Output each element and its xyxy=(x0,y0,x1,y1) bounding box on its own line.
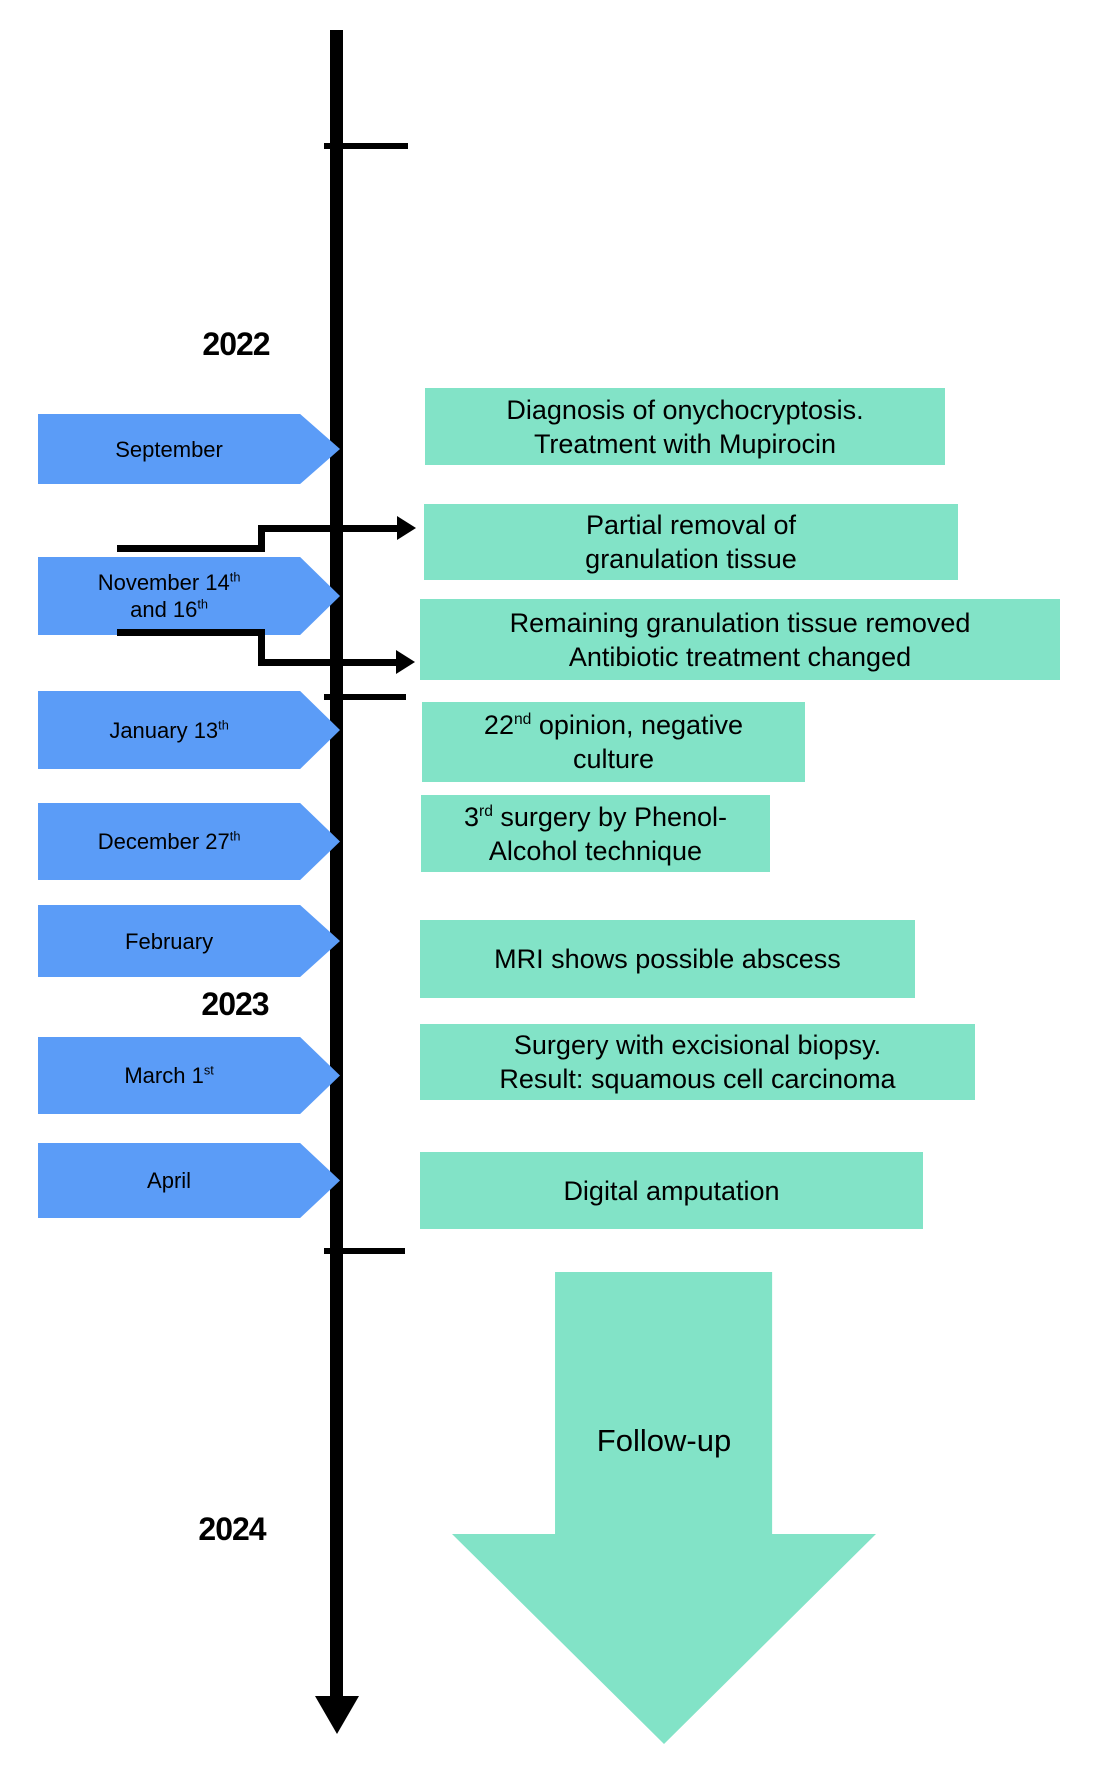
year-label-2024: 2024 xyxy=(198,1511,266,1547)
event-box-digital-amputation: Digital amputation xyxy=(420,1152,923,1229)
date-label: March 1st xyxy=(124,1062,214,1088)
follow-up-arrow xyxy=(452,1272,876,1744)
date-arrow-april: April xyxy=(38,1143,340,1218)
connector-segment xyxy=(258,525,398,532)
date-arrow-february: February xyxy=(38,905,340,977)
tick-mark-top xyxy=(324,143,408,149)
connector-arrowhead-icon xyxy=(397,516,416,540)
connector-segment xyxy=(258,659,397,666)
connector-arrowhead-icon xyxy=(396,650,415,674)
connector-segment xyxy=(258,629,265,666)
tick-mark-bottom xyxy=(324,1248,405,1254)
date-label: February xyxy=(125,928,214,954)
connector-segment xyxy=(117,629,265,636)
connector-segment xyxy=(117,545,265,552)
timeline-line xyxy=(330,30,343,1697)
event-box-excisional-biopsy: Surgery with excisional biopsy.Result: s… xyxy=(420,1024,975,1100)
tick-mark-middle xyxy=(324,694,406,700)
connector-segment xyxy=(258,525,265,552)
date-arrow-december-27: December 27th xyxy=(38,803,340,880)
date-arrow-january-13: January 13th xyxy=(38,691,340,769)
follow-up-label: Follow-up xyxy=(596,1423,732,1458)
event-box-mri-abscess: MRI shows possible abscess xyxy=(420,920,915,998)
event-box-third-surgery: 3rd surgery by Phenol-Alcohol technique xyxy=(421,795,770,872)
date-label: September xyxy=(115,436,223,462)
date-label: April xyxy=(147,1168,192,1193)
year-label-2022: 2022 xyxy=(202,326,270,362)
timeline-arrowhead-icon xyxy=(315,1696,359,1734)
date-arrow-march-1: March 1st xyxy=(38,1037,340,1114)
year-label-2023: 2023 xyxy=(201,986,269,1022)
event-box-diagnosis-mupirocin: Diagnosis of onychocryptosis.Treatment w… xyxy=(425,388,945,465)
date-label: December 27th xyxy=(97,828,241,854)
date-label: January 13th xyxy=(109,717,229,743)
date-arrow-september: September xyxy=(38,414,340,484)
